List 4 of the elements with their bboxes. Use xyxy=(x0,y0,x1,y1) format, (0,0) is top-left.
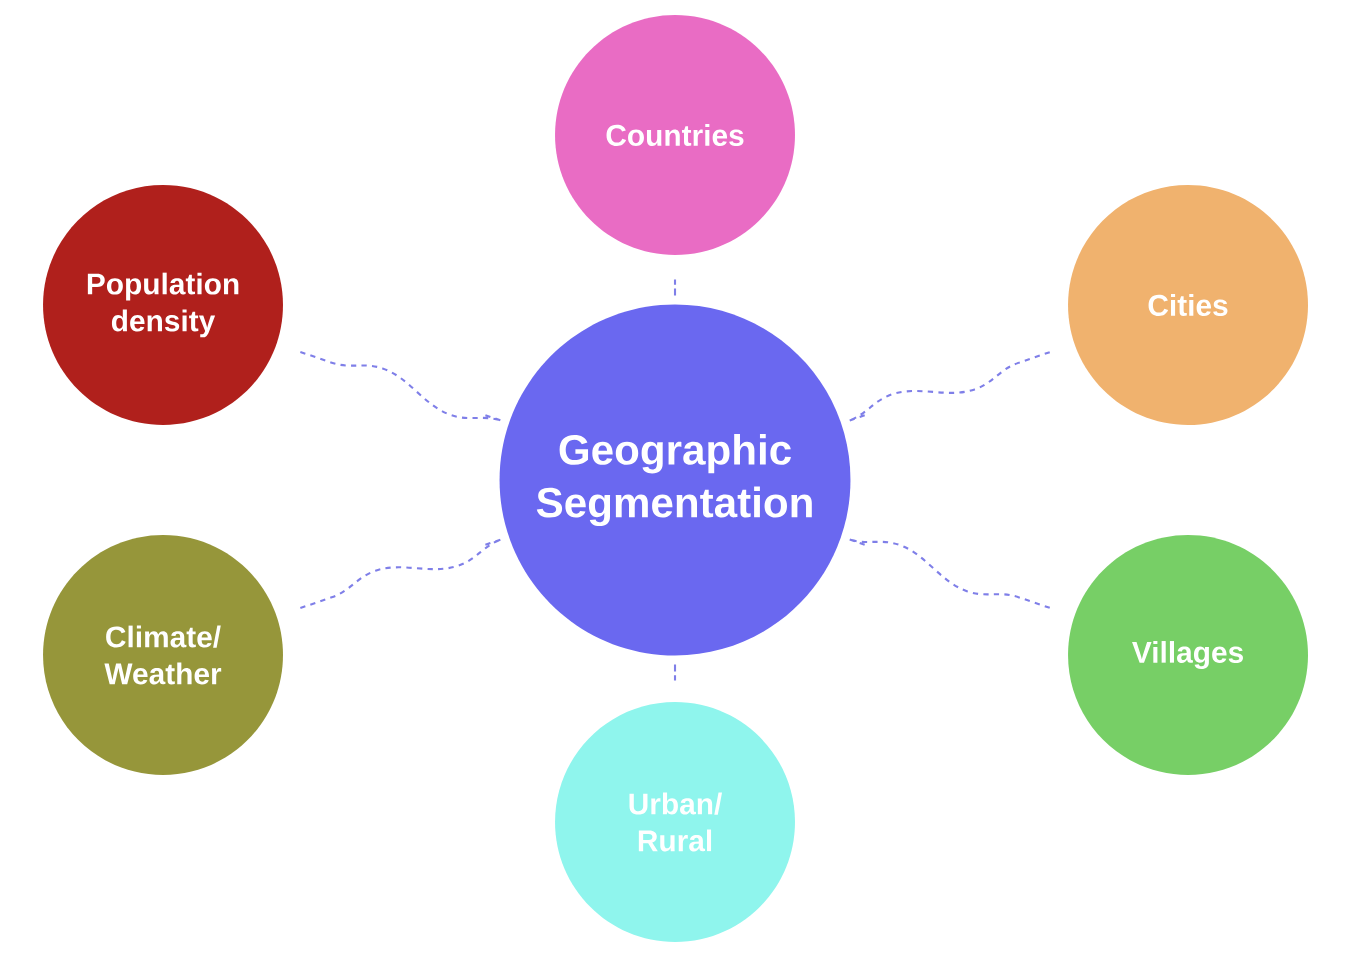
wavy-connector xyxy=(299,538,504,610)
wavy-connector xyxy=(299,350,504,422)
wavy-connector xyxy=(847,350,1052,423)
wavy-connector xyxy=(847,538,1052,610)
